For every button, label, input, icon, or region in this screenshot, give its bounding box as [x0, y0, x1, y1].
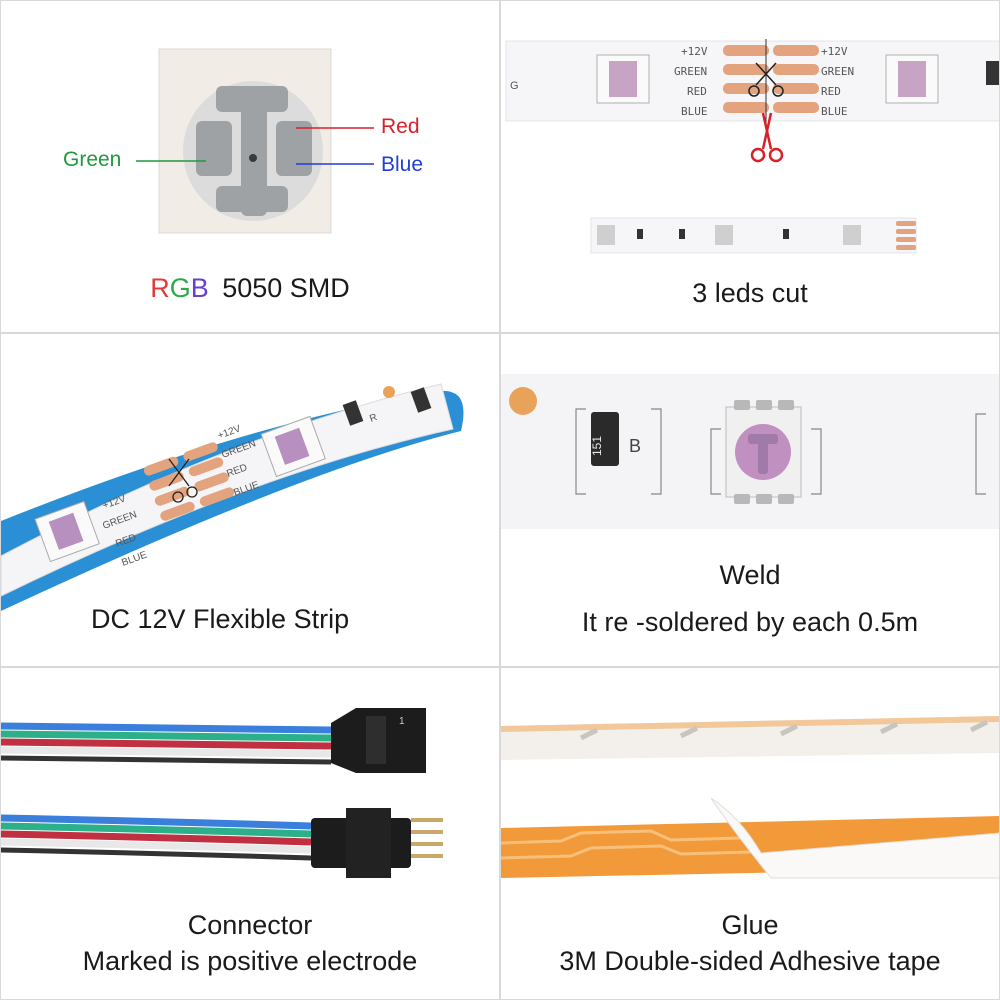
strip-resistor-1: [342, 400, 364, 426]
caption-letter-b: B: [190, 273, 209, 303]
female-connector-latch: [366, 716, 386, 764]
pad-label-right-12v: +12V: [821, 45, 848, 58]
strip-led-right-lens: [274, 427, 310, 465]
glue-title: Glue: [721, 910, 779, 940]
pin-mark: 1: [399, 716, 405, 727]
strip-thumbnail: [590, 217, 917, 254]
strip-edge-letter: G: [510, 80, 519, 92]
green-label: Green: [63, 148, 122, 171]
weld-component-outlines: [575, 408, 986, 495]
pad-label-left-red: RED: [687, 85, 707, 98]
cut-panel: +12V GREEN RED BLUE +12V GREEN RED BLUE …: [500, 0, 1000, 333]
weld-resistor-code: 151: [590, 436, 604, 456]
smd-chip-die: [196, 86, 312, 216]
male-connector-pins: [411, 818, 443, 858]
weld-title: Weld: [719, 560, 781, 590]
pad-label-right-green: GREEN: [821, 65, 854, 78]
tape-edge-top: [501, 716, 999, 732]
strip-thumbnail-leds: [597, 225, 861, 245]
weld-panel: 151 B Weld It re -soldered by each 0.5m: [500, 333, 1000, 667]
strip-led-left-lens: [48, 512, 84, 550]
glue-panel: Glue 3M Double-sided Adhesive tape: [500, 667, 1000, 1000]
strip-copper-pads: [143, 442, 235, 521]
male-connector-body: [346, 808, 391, 878]
tape-peeled-liner: [710, 797, 999, 879]
cut-caption: 3 leds cut: [692, 278, 808, 308]
strip-resistor-2: [410, 387, 432, 413]
glue-text: 3M Double-sided Adhesive tape: [559, 946, 941, 976]
pad-label-right-blue: BLUE: [821, 105, 848, 118]
smd-5050-panel: Green Red Blue RGB 5050 SMD: [0, 0, 500, 333]
led-right-lens: [898, 61, 926, 97]
female-cable: [1, 722, 332, 765]
weld-led-pins: [734, 400, 794, 504]
flexible-strip-panel: +12V GREEN RED BLUE +12V GREEN RED BLUE …: [0, 333, 500, 667]
tape-copper-traces: [501, 829, 752, 860]
strip-thumbnail-pads: [896, 221, 916, 250]
strip-thumbnail-resistors: [637, 229, 789, 239]
strip-resistor-letter: R: [368, 412, 379, 425]
connector-panel: 1 Connector Marked is positive electrode: [0, 667, 500, 1000]
weld-resistor: [591, 412, 619, 466]
smd-caption: RGB 5050 SMD: [1, 273, 499, 304]
tape-liner-pattern: [579, 719, 989, 741]
strip-scissors-mark-icon: [168, 458, 198, 503]
cut-strip-illustration: +12V GREEN RED BLUE +12V GREEN RED BLUE …: [505, 39, 999, 254]
caption-letter-g: G: [169, 273, 191, 303]
red-scissors-icon: [750, 112, 784, 163]
connector-illustration: 1: [1, 708, 443, 878]
copper-pads: [723, 45, 819, 113]
scissors-mark-icon: [748, 62, 784, 97]
pad-label-right-red: RED: [821, 85, 841, 98]
caption-letter-r: R: [150, 273, 170, 303]
pad-label-left-green: GREEN: [674, 65, 707, 78]
smd-chip-core: [249, 154, 257, 162]
connector-text: Marked is positive electrode: [82, 946, 418, 976]
weld-text: It re -soldered by each 0.5m: [581, 607, 919, 637]
strip-caption: DC 12V Flexible Strip: [91, 604, 350, 634]
smd-chip-illustration: [136, 48, 374, 234]
male-cable: [1, 814, 312, 861]
strip-hole: [383, 386, 395, 398]
weld-solder-hole: [509, 387, 537, 415]
flexible-strip-illustration: +12V GREEN RED BLUE +12V GREEN RED BLUE …: [1, 383, 464, 611]
resistor-edge: [986, 61, 999, 85]
weld-resistor-letter: B: [629, 436, 641, 456]
caption-smd-text: 5050 SMD: [222, 273, 350, 303]
weld-led-die: [748, 434, 778, 474]
adhesive-tape-illustration: [501, 716, 999, 879]
weld-closeup-illustration: 151 B: [501, 374, 999, 529]
led-left-lens: [609, 61, 637, 97]
pad-label-left-12v: +12V: [681, 45, 708, 58]
blue-label: Blue: [381, 153, 424, 176]
pad-label-left-blue: BLUE: [681, 105, 708, 118]
connector-title: Connector: [187, 910, 313, 940]
red-label: Red: [381, 115, 420, 138]
